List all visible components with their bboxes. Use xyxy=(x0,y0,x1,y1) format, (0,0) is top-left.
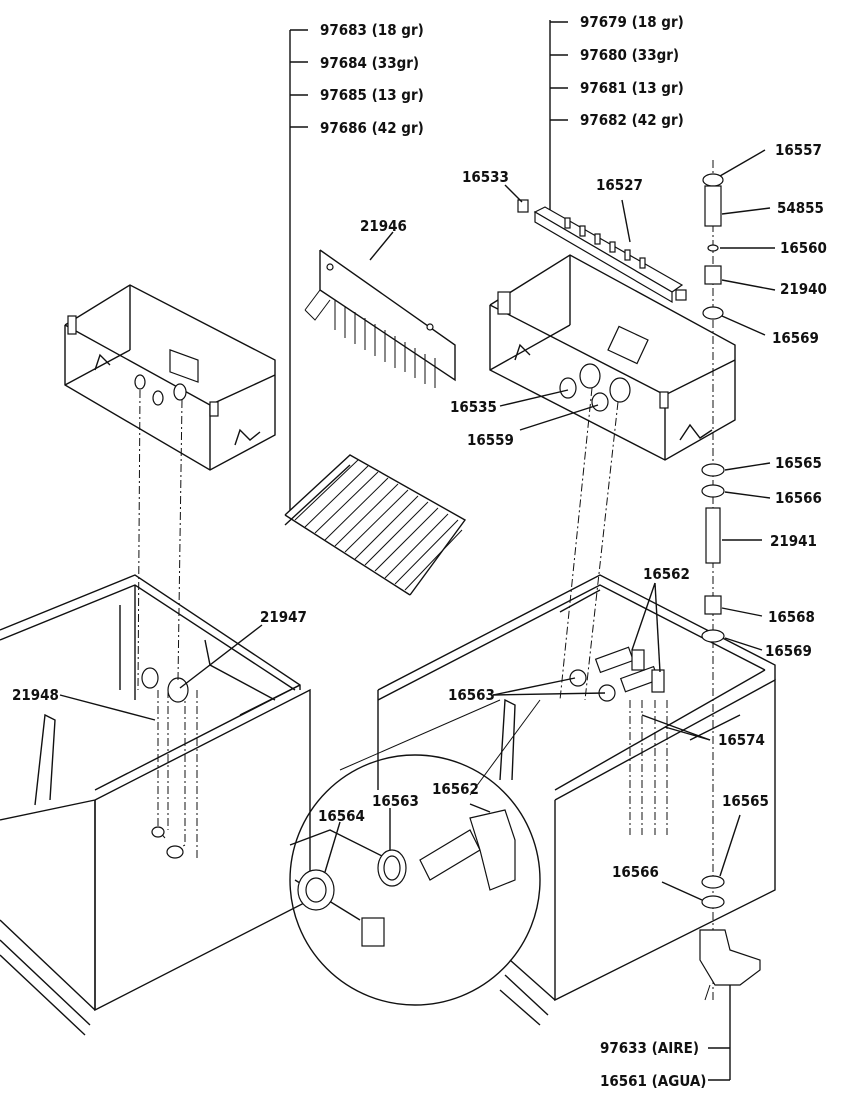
label-16569-top: 16569 xyxy=(772,329,819,347)
label-97680: 97680 (33gr) xyxy=(580,46,679,64)
right-tray xyxy=(489,254,736,701)
label-97681: 97681 (13 gr) xyxy=(580,79,684,97)
label-16569-bottom: 16569 xyxy=(765,642,812,660)
rack-97683-97686 xyxy=(284,454,467,596)
label-16574: 16574 xyxy=(718,731,765,749)
label-16562-detail: 16562 xyxy=(432,780,479,798)
label-16568: 16568 xyxy=(768,608,815,626)
label-16565-top: 16565 xyxy=(775,454,822,472)
label-16560: 16560 xyxy=(780,239,827,257)
vertical-fitting-stack xyxy=(699,160,761,1001)
label-97684: 97684 (33gr) xyxy=(320,54,419,72)
label-54855: 54855 xyxy=(777,199,824,217)
leader-lines xyxy=(59,20,776,1081)
label-21948: 21948 xyxy=(12,686,59,704)
label-16563-top: 16563 xyxy=(448,686,495,704)
manifold-97679-97682 xyxy=(517,199,687,304)
label-21940: 21940 xyxy=(780,280,827,298)
label-21946: 21946 xyxy=(360,217,407,235)
label-16527: 16527 xyxy=(596,176,643,194)
left-cabinet xyxy=(0,574,311,1036)
label-16559: 16559 xyxy=(467,431,514,449)
label-16565-bottom: 16565 xyxy=(722,792,769,810)
label-97685: 97685 (13 gr) xyxy=(320,86,424,104)
label-97683: 97683 (18 gr) xyxy=(320,21,424,39)
part-21946-grille xyxy=(304,249,456,388)
part-labels: 97683 (18 gr) 97684 (33gr) 97685 (13 gr)… xyxy=(12,13,827,1090)
label-16562-top: 16562 xyxy=(643,565,690,583)
detail-zoom xyxy=(289,699,541,1006)
label-97679: 97679 (18 gr) xyxy=(580,13,684,31)
left-tray xyxy=(64,284,276,691)
label-16563-detail: 16563 xyxy=(372,792,419,810)
label-16561: 16561 (AGUA) xyxy=(600,1072,706,1090)
label-21947: 21947 xyxy=(260,608,307,626)
label-97633: 97633 (AIRE) xyxy=(600,1039,699,1057)
label-16566-bottom: 16566 xyxy=(612,863,659,881)
label-97682: 97682 (42 gr) xyxy=(580,111,684,129)
label-16557: 16557 xyxy=(775,141,822,159)
label-16566-top: 16566 xyxy=(775,489,822,507)
label-97686: 97686 (42 gr) xyxy=(320,119,424,137)
label-16533: 16533 xyxy=(462,168,509,186)
label-16564: 16564 xyxy=(318,807,365,825)
label-21941: 21941 xyxy=(770,532,817,550)
label-16535: 16535 xyxy=(450,398,497,416)
